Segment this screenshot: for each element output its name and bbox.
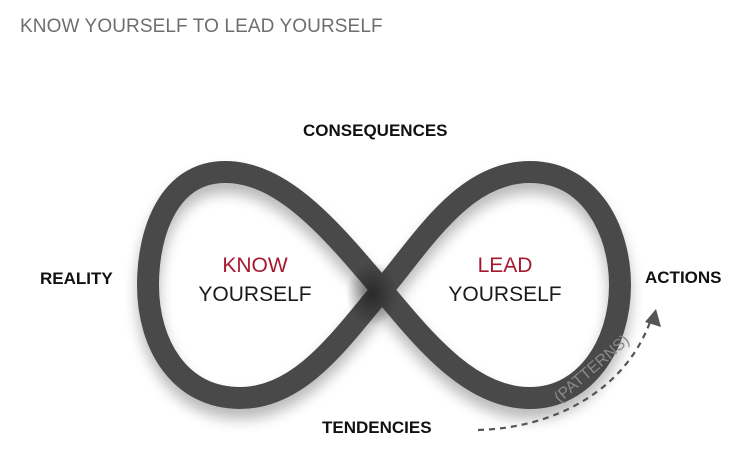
label-reality: REALITY	[40, 269, 113, 288]
crossing-shadow	[346, 262, 398, 326]
label-actions: ACTIONS	[645, 268, 722, 287]
know-word: KNOW	[222, 254, 288, 277]
lead-yourself-text: LEAD YOURSELF	[435, 251, 575, 309]
label-tendencies: TENDENCIES	[322, 418, 432, 437]
arrow-head-icon	[645, 309, 661, 327]
know-yourself-text: KNOW YOURSELF	[185, 251, 325, 309]
page-title: KNOW YOURSELF TO LEAD YOURSELF	[20, 16, 383, 37]
label-consequences: CONSEQUENCES	[303, 121, 448, 140]
know-yourself-word: YOURSELF	[198, 283, 312, 306]
patterns-arrow	[477, 321, 652, 432]
lead-yourself-word: YOURSELF	[448, 283, 562, 306]
lead-word: LEAD	[477, 254, 533, 277]
